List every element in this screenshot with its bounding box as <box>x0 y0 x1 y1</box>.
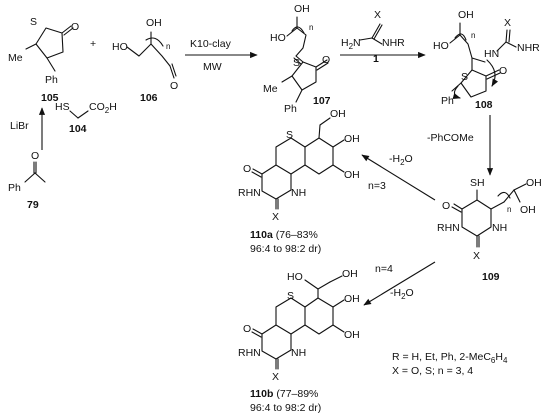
atom-ph: Ph <box>284 103 297 115</box>
atom-sh: SH <box>470 177 485 189</box>
atom-ho: HO <box>270 32 286 44</box>
atom-n: n <box>471 31 475 40</box>
plus-sign: + <box>90 38 96 50</box>
product-110a: S OH OH OH O RHN NH X 110a(76–83% 96:4 t… <box>238 108 360 255</box>
label-106: 106 <box>140 92 158 104</box>
label-79: 79 <box>27 199 39 211</box>
atom-s: S <box>287 290 294 302</box>
atom-ph: Ph <box>8 182 21 194</box>
atom-n: n <box>507 205 511 214</box>
atom-me: Me <box>8 52 23 64</box>
compound-108: OH HO n HN X NHR S O Ph 108 <box>433 9 540 111</box>
caption-110b-yield: 110b(77–89% <box>250 388 318 400</box>
atom-nh: NH <box>291 347 306 359</box>
atom-s: S <box>286 129 293 141</box>
atom-n: n <box>309 23 313 32</box>
atom-oh-terminal: OH <box>330 108 346 120</box>
atom-o: O <box>243 163 251 175</box>
atom-o: O <box>322 54 330 66</box>
atom-oh-b: OH <box>344 329 360 341</box>
atom-oh: OH <box>294 3 310 15</box>
atom-n: n <box>166 42 170 51</box>
atom-hs: HS <box>55 101 70 113</box>
definition-r: R = H, Et, Ph, 2-MeC6H4 <box>392 351 508 365</box>
compound-105: S O Me Ph 105 <box>8 16 79 104</box>
compound-107: OH HO n S O Me Ph 107 <box>263 3 331 115</box>
atom-oh-b: OH <box>344 169 360 181</box>
atom-oh-secondary: OH <box>520 204 536 216</box>
caption-110b-dr: 96:4 to 98:2 dr) <box>250 402 321 414</box>
condition-n4: n=4 <box>375 263 393 275</box>
label-105: 105 <box>41 92 59 104</box>
atom-h2n: H2N <box>341 37 361 51</box>
atom-ph: Ph <box>441 95 454 107</box>
condition-n3: n=3 <box>368 180 386 192</box>
atom-x: X <box>473 250 480 262</box>
atom-ho: HO <box>112 41 128 53</box>
condition-libr: LiBr <box>10 120 29 132</box>
atom-me: Me <box>263 83 278 95</box>
atom-rhn: RHN <box>437 222 460 234</box>
atom-nh: NH <box>492 222 507 234</box>
arrow-to-110a <box>361 154 436 201</box>
atom-ph: Ph <box>45 74 58 86</box>
condition-water-110b: -H2O <box>390 287 414 301</box>
atom-ho: HO <box>287 271 303 283</box>
atom-x: X <box>272 371 279 383</box>
atom-s: S <box>30 16 37 28</box>
atom-o: O <box>170 80 178 92</box>
atom-o: O <box>499 65 507 77</box>
atom-oh-a: OH <box>344 293 360 305</box>
atom-x: X <box>272 211 279 223</box>
condition-phcome: -PhCOMe <box>427 132 474 144</box>
label-1: 1 <box>373 53 379 65</box>
label-107: 107 <box>313 95 331 107</box>
product-110b: HO OH S OH OH O RHN NH X 110b(77–89% 96:… <box>238 268 360 414</box>
atom-s: S <box>293 57 300 69</box>
condition-mw: MW <box>203 61 222 73</box>
atom-s: S <box>461 71 468 83</box>
atom-acid: CO2H <box>89 101 117 115</box>
label-104: 104 <box>69 123 87 135</box>
atom-o: O <box>31 150 39 162</box>
condition-water-110a: -H2O <box>389 153 413 167</box>
atom-oh: OH <box>458 9 474 21</box>
atom-rhn: RHN <box>238 187 261 199</box>
label-109: 109 <box>482 271 500 283</box>
atom-x: X <box>504 17 511 29</box>
caption-110a-dr: 96:4 to 98:2 dr) <box>250 243 321 255</box>
caption-110a-yield: 110a(76–83% <box>250 229 318 241</box>
atom-o: O <box>442 200 450 212</box>
atom-nhr: NHR <box>517 42 540 54</box>
atom-ho: HO <box>433 40 449 52</box>
arrow-to-110b <box>363 261 436 306</box>
atom-nh: NH <box>291 187 306 199</box>
compound-106: OH HO n O 106 <box>112 17 178 104</box>
compound-79: O Ph 79 <box>8 150 46 211</box>
atom-rhn: RHN <box>238 347 261 359</box>
atom-oh-terminal: OH <box>526 177 542 189</box>
substituent-definitions: R = H, Et, Ph, 2-MeC6H4 X = O, S; n = 3,… <box>392 351 508 377</box>
compound-109: SH OH OH n O RHN NH X 109 <box>437 177 542 283</box>
atom-o: O <box>71 21 79 33</box>
atom-nhr: NHR <box>382 37 405 49</box>
atom-oh-a: OH <box>344 133 360 145</box>
label-108: 108 <box>475 99 493 111</box>
atom-x: X <box>374 9 381 21</box>
compound-104: HS CO2H 104 <box>55 101 117 135</box>
reagent-urea-1: X H2N NHR 1 <box>341 9 405 65</box>
atom-o: O <box>243 323 251 335</box>
atom-oh: OH <box>146 17 162 29</box>
atom-oh-terminal: OH <box>342 268 358 280</box>
atom-hn: HN <box>484 48 499 60</box>
condition-clay: K10-clay <box>190 38 232 50</box>
definition-x-n: X = O, S; n = 3, 4 <box>392 365 473 377</box>
